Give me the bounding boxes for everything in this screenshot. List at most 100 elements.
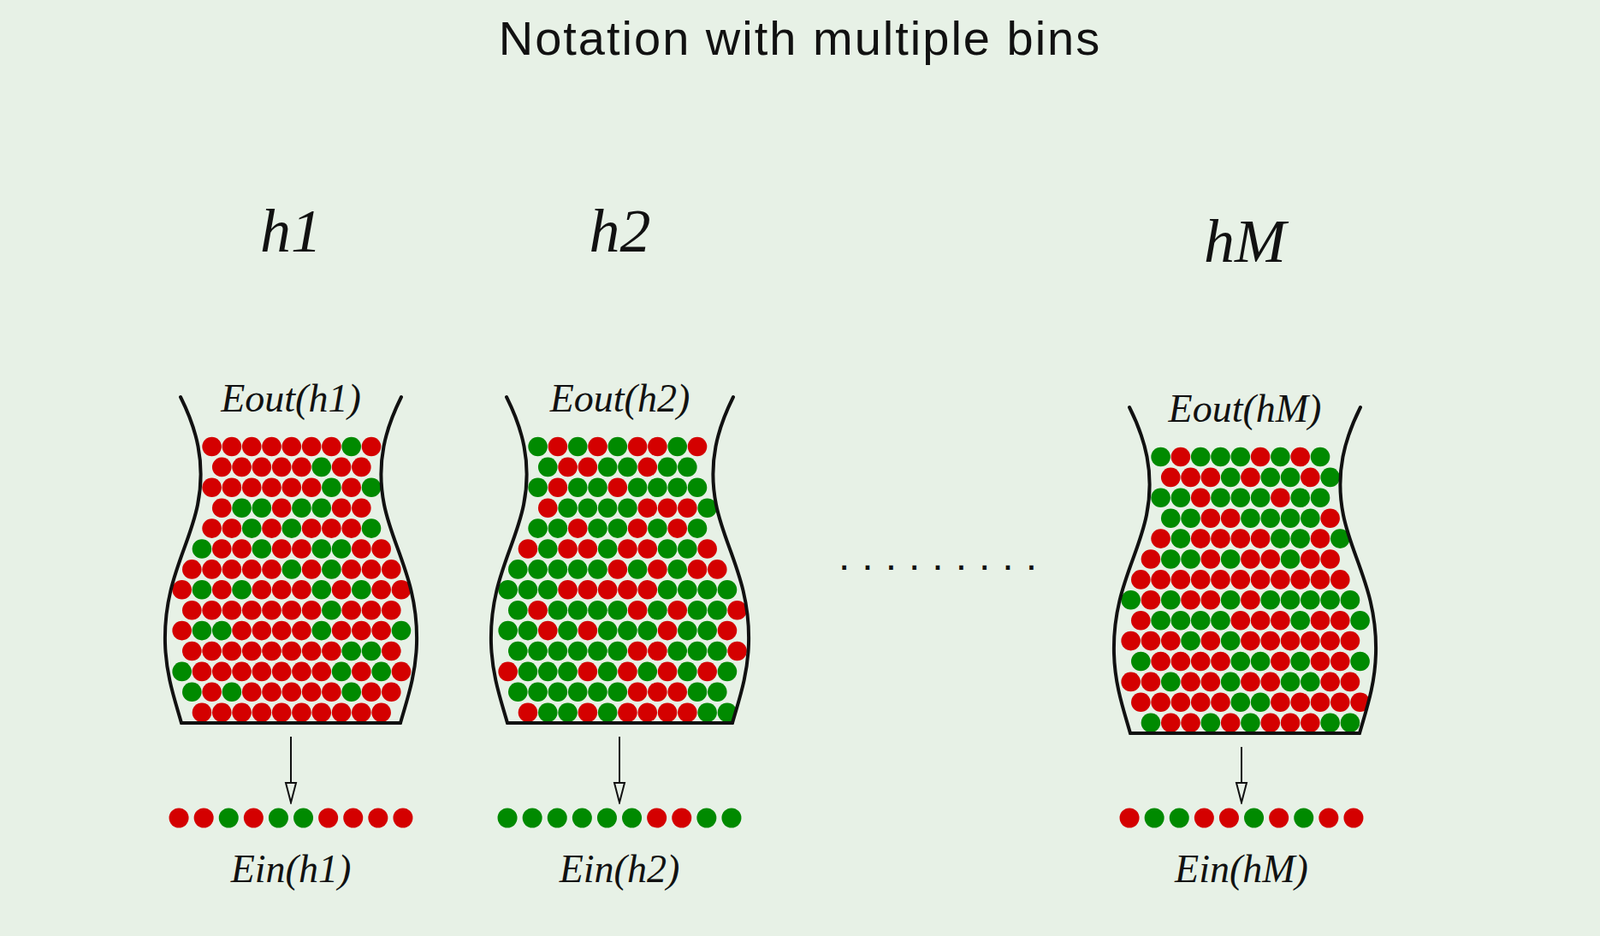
- marble: [1260, 672, 1280, 693]
- bin-vase: hMEout(hM): [1112, 386, 1378, 734]
- marble: [1330, 693, 1351, 713]
- marble: [291, 702, 312, 723]
- marble: [587, 559, 608, 580]
- marble-fill: [1120, 447, 1370, 733]
- marble: [1280, 468, 1301, 488]
- marble: [1231, 569, 1251, 590]
- marble: [497, 621, 518, 641]
- marble: [587, 600, 608, 621]
- marble: [568, 437, 588, 457]
- sample-row: Ein(h2): [491, 804, 748, 912]
- marble: [1161, 468, 1181, 488]
- marble: [637, 702, 658, 723]
- marble: [194, 808, 214, 829]
- sample-row: Ein(hM): [1113, 804, 1370, 912]
- marble: [548, 600, 569, 621]
- marble: [578, 457, 599, 478]
- marble: [637, 497, 658, 518]
- marble: [242, 600, 262, 621]
- marble: [1161, 549, 1181, 569]
- marble: [717, 662, 738, 682]
- marble: [1310, 569, 1331, 590]
- marble: [242, 478, 262, 498]
- marble: [647, 518, 668, 539]
- marble: [697, 539, 718, 559]
- marble: [677, 702, 698, 723]
- marble: [1201, 712, 1221, 733]
- marble: [201, 478, 222, 498]
- marble: [222, 682, 243, 703]
- marble: [1171, 528, 1192, 549]
- marble: [1290, 569, 1310, 590]
- marble: [557, 457, 578, 478]
- marble: [1290, 651, 1310, 672]
- marble: [1250, 610, 1271, 631]
- marble: [617, 662, 638, 682]
- marble: [1330, 610, 1351, 631]
- marble: [608, 559, 629, 580]
- marble: [1300, 672, 1321, 693]
- marble: [242, 682, 262, 703]
- marble: [381, 682, 402, 703]
- marble: [538, 497, 558, 518]
- marble: [637, 621, 658, 641]
- marble: [331, 580, 352, 600]
- marble: [1141, 631, 1162, 652]
- marble: [391, 662, 412, 682]
- marble: [331, 497, 352, 518]
- marble: [351, 497, 372, 518]
- marble: [647, 437, 668, 457]
- marble: [1150, 610, 1171, 631]
- marble: [182, 641, 202, 662]
- marble: [282, 478, 303, 498]
- marble: [1350, 651, 1370, 672]
- marble: [677, 457, 698, 478]
- marble: [351, 457, 372, 478]
- marble: [282, 559, 303, 580]
- marble: [201, 682, 222, 703]
- ellipsis: .........: [838, 532, 1049, 580]
- marble: [527, 478, 548, 498]
- marble: [1210, 488, 1231, 509]
- marble: [637, 580, 658, 600]
- ein-label: Ein(hM): [1113, 847, 1370, 892]
- marble: [367, 808, 388, 829]
- marble: [508, 641, 528, 662]
- marble: [343, 808, 363, 829]
- marble: [272, 580, 292, 600]
- marble: [1318, 808, 1339, 829]
- marble: [608, 478, 629, 498]
- vase-wall: [380, 397, 417, 723]
- marble: [548, 682, 569, 703]
- marble: [587, 518, 608, 539]
- marble: [687, 478, 708, 498]
- marble: [1310, 528, 1331, 549]
- marble: [222, 559, 243, 580]
- marble: [1350, 610, 1370, 631]
- marble: [508, 682, 528, 703]
- eout-label: Eout(h2): [489, 376, 751, 421]
- marble: [1210, 447, 1231, 468]
- marble: [1270, 447, 1291, 468]
- marble: [371, 580, 392, 600]
- marble: [201, 641, 222, 662]
- marble: [341, 600, 362, 621]
- marble: [647, 682, 668, 703]
- marble: [1240, 468, 1261, 488]
- marble: [598, 539, 618, 559]
- marble: [1161, 672, 1181, 693]
- marble: [497, 662, 518, 682]
- marble: [1231, 488, 1251, 509]
- marble: [578, 662, 599, 682]
- marble: [261, 682, 282, 703]
- marble: [717, 580, 738, 600]
- marble: [219, 808, 239, 829]
- sample-arrow: [290, 736, 292, 803]
- marble: [1290, 610, 1310, 631]
- marble: [311, 621, 332, 641]
- marble: [657, 702, 678, 723]
- marble: [1340, 631, 1361, 652]
- marble: [727, 641, 747, 662]
- marble: [311, 539, 332, 559]
- marble: [1161, 631, 1181, 652]
